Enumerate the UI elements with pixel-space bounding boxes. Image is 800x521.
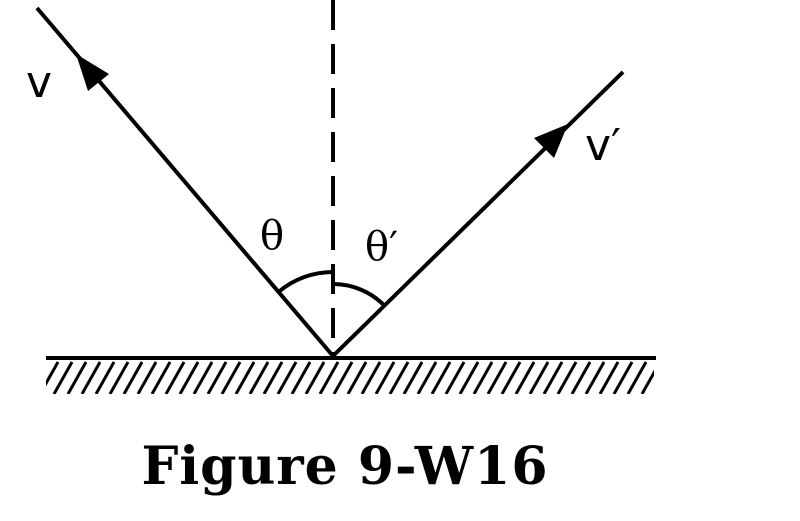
incidence-angle-arc bbox=[277, 269, 334, 294]
reflected-velocity-label: v′ bbox=[585, 120, 621, 171]
reflection-angle-label: θ′ bbox=[365, 224, 398, 270]
incident-velocity-label: v bbox=[26, 57, 52, 108]
reflected-ray-arrowhead bbox=[534, 124, 568, 158]
reflected-ray bbox=[331, 70, 625, 358]
incidence-angle-label: θ bbox=[260, 213, 284, 259]
surface-hatching bbox=[46, 361, 654, 394]
figure-caption: Figure 9-W16 bbox=[141, 436, 549, 497]
reflection-angle-arc bbox=[332, 282, 386, 308]
incident-ray-arrowhead bbox=[76, 54, 109, 91]
